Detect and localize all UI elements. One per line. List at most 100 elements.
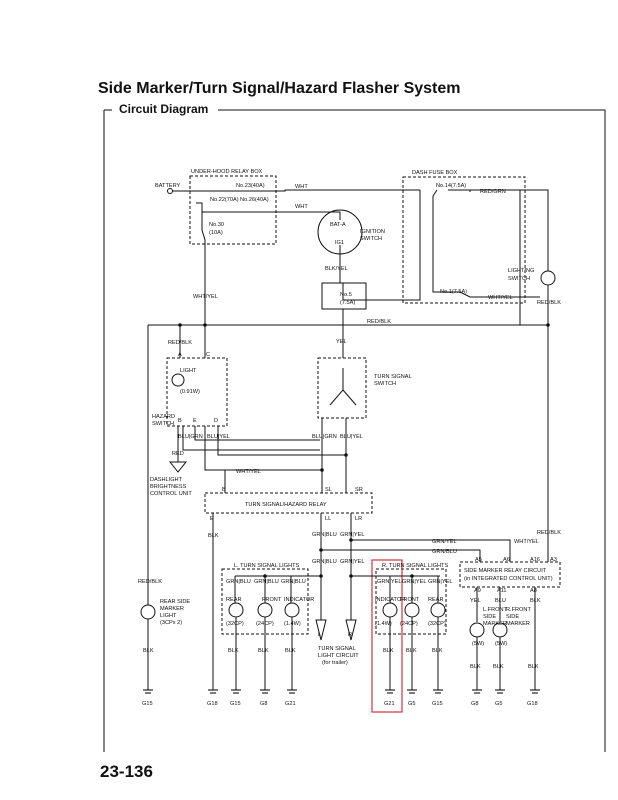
dashlight-control-triangle — [168, 461, 188, 473]
rear-side-label-4: (3CPx 2) — [160, 620, 182, 626]
ig1-label: IG1 — [335, 240, 344, 246]
fuse-no30-rating: (10A) — [209, 230, 223, 236]
wire-yel: YEL — [336, 339, 347, 345]
pin-a5: A5 — [475, 557, 482, 563]
fuse-no5-label: No.5 — [340, 292, 352, 298]
fuse-no26-label: No.26(40A) — [240, 197, 269, 203]
wire-blk-3: BLK — [258, 648, 269, 654]
underhood-label: UNDER-HOOD RELAY BOX — [191, 169, 263, 175]
wire — [305, 211, 341, 220]
wire-blk-4: BLK — [285, 648, 296, 654]
wire — [351, 539, 511, 562]
pin-a6: A6 — [503, 557, 510, 563]
wire-red-blk-ls: RED/BLK — [537, 300, 561, 306]
hazard-label-1: HAZARD — [152, 414, 175, 420]
ground-g15-2: G15 — [230, 701, 241, 707]
turn-sw-label-2: SWITCH — [374, 381, 396, 387]
wire — [342, 190, 421, 301]
trailer-label-2: LIGHT CIRCUIT — [318, 653, 359, 659]
wire-red-blk-rear: RED/BLK — [138, 579, 162, 585]
wire-blk-relay: BLK — [208, 533, 219, 539]
wire-grn-yel-relay: GRN|YEL — [340, 532, 364, 538]
hazard-light-rating: (0.91W) — [180, 389, 200, 395]
wire-wht-yel-relay: WHT/YEL — [236, 469, 261, 475]
rear-side-label-1: REAR SIDE — [160, 599, 190, 605]
wire-blk-8: BLK — [470, 664, 481, 670]
wire-grn-yel-l: GRN|YEL — [340, 559, 364, 565]
circuit-diagram-subtitle: Circuit Diagram — [116, 102, 212, 116]
wire-red-grn: RED/GRN — [480, 189, 506, 195]
l-indicator-rating: (1.4W) — [284, 621, 301, 627]
r-indicator-rating: (1.4W) — [375, 621, 392, 627]
pin-a16: A16 — [530, 557, 540, 563]
wire-grn-blu-l3: GRN|BLU — [281, 579, 306, 585]
wire-blk-6: BLK — [406, 648, 417, 654]
wire-blk-5: BLK — [383, 648, 394, 654]
l-turn-lights-label: L. TURN SIGNAL LIGHTS — [234, 563, 300, 569]
wire-blk-side: BLK — [530, 598, 541, 604]
r-front-label: FRONT — [400, 597, 420, 603]
wire-blk-1: BLK — [143, 648, 154, 654]
wire — [520, 189, 549, 271]
rf-side-rating: (5W) — [495, 641, 507, 647]
side-relay-label-2: (in INTEGRATED CONTROL UNIT) — [464, 576, 553, 582]
wire-grn-yel-side: GRN/YEL — [432, 539, 457, 545]
r-turn-lights-box — [375, 568, 447, 635]
wire-wht-yel-side: WHT/YEL — [514, 539, 539, 545]
rf-side-label-2: SIDE — [506, 614, 519, 620]
l-turn-lights-box — [221, 568, 309, 635]
fuse-no5-rating: (7.5A) — [340, 300, 355, 306]
page-number: 23-136 — [100, 762, 153, 781]
l-front-side-marker — [469, 622, 485, 638]
fuse-no30-label: No.30 — [209, 222, 224, 228]
page-title: Side Marker/Turn Signal/Hazard Flasher S… — [98, 80, 461, 97]
pin-c-haz: C — [206, 352, 210, 358]
lf-side-label-2: SIDE — [483, 614, 496, 620]
pin-e-relay: E — [210, 516, 214, 522]
wire-red: RED — [172, 451, 184, 457]
wire-blk-10: BLK — [528, 664, 539, 670]
wire-red-blk-haz: RED/BLK — [168, 340, 192, 346]
ignition-label-2: SWITCH — [360, 236, 382, 242]
wire-grn-yel-r1: GRN|YEL — [377, 579, 401, 585]
trailer-label-1: TURN SIGNAL — [318, 646, 356, 652]
fuse-no22-label: No.22(70A) — [210, 197, 239, 203]
r-front-lamp — [404, 602, 420, 618]
wire-blu-yel-haz: BLU|YEL — [207, 434, 230, 440]
trailer-r-label: R — [348, 632, 352, 638]
wire — [448, 189, 521, 325]
pin-a9: A9 — [474, 588, 481, 594]
pin-lr: LR — [355, 516, 362, 522]
side-marker-relay-box — [459, 561, 561, 588]
ground-g8-2: G8 — [471, 701, 478, 707]
turn-relay-label: TURN SIGNAL/HAZARD RELAY — [245, 502, 327, 508]
r-rear-lamp — [430, 602, 446, 618]
l-front-label: FRONT — [262, 597, 282, 603]
wire-grn-yel-r3: GRN|YEL — [428, 579, 452, 585]
l-indicator-label: INDICATOR — [284, 597, 314, 603]
ground-g21-1: G21 — [285, 701, 296, 707]
wire — [196, 202, 305, 213]
wire-grn-blu-side: GRN/BLU — [432, 549, 457, 555]
wire-blk-yel: BLK/YEL — [325, 266, 348, 272]
wire-blu-grn-turn: BLU|GRN — [312, 434, 337, 440]
l-front-lamp — [257, 602, 273, 618]
pin-e-haz: E — [193, 418, 197, 424]
rear-side-label-3: LIGHT — [160, 613, 177, 619]
l-rear-label: REAR — [226, 597, 242, 603]
battery-label: BATTERY — [155, 183, 181, 189]
ground-g5-1: G5 — [408, 701, 415, 707]
wire — [182, 426, 320, 451]
wire — [194, 426, 320, 441]
pin-b-relay: B — [222, 487, 226, 493]
wire-wht-yel-dash: WHT/YEL — [488, 295, 513, 301]
hazard-switch-box — [166, 357, 228, 427]
rf-side-label-1: R.FRONT — [506, 607, 531, 613]
dash-fuse-box — [402, 176, 526, 304]
wire-blu-grn-haz: BLU|GRN — [178, 434, 203, 440]
fuse-no23-label: No.23(40A) — [236, 183, 265, 189]
wire-red-blk-side: RED/BLK — [537, 530, 561, 536]
wire — [170, 189, 420, 192]
wire-red-blk-bus: RED/BLK — [367, 319, 391, 325]
